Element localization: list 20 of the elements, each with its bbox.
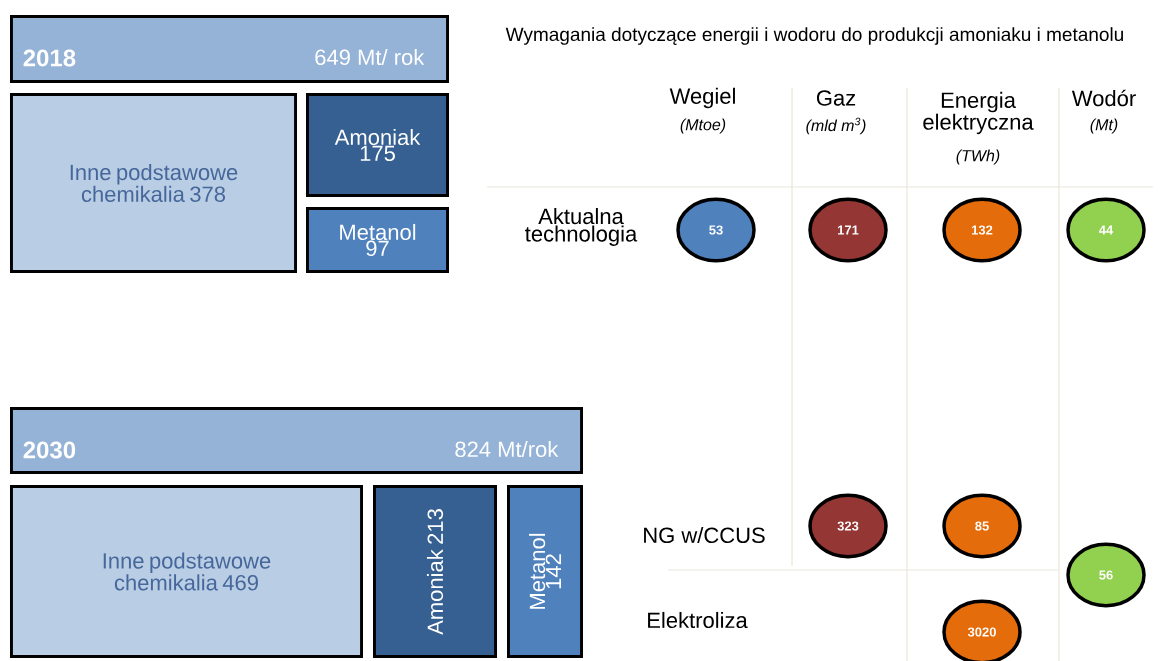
row-label: Aktualna technologia <box>525 208 638 246</box>
chemicals-box: Inne podstawowe chemikalia 469 <box>10 485 363 658</box>
product-box: Metanol 97 <box>306 207 449 273</box>
chemicals-box: Inne podstawowe chemikalia 378 <box>10 93 297 273</box>
product-box: Amoniak 175 <box>306 93 449 197</box>
column-header: Wodór <box>1071 89 1136 107</box>
row-label: NG w/CCUS <box>644 526 765 544</box>
product-box: Metanol 142 <box>507 485 583 658</box>
column-header: Gaz <box>816 90 856 106</box>
year-header-bar: 2018 649 Mt/ rok <box>10 15 449 83</box>
product-box: Amoniak 213 <box>373 485 497 658</box>
unit-label: (Mtoe) <box>680 118 726 134</box>
unit-label: (mld m$^{3}$) <box>806 117 866 135</box>
unit-label: (Mt) <box>1090 118 1118 134</box>
unit-label: (TWh) <box>956 149 1000 165</box>
column-header: Energia elektryczna <box>923 91 1034 135</box>
chart-title: Wymagania dotyczące energii i wodoru do produkcji amoniaku i metanolu <box>505 27 1123 45</box>
column-header: Wegiel <box>669 87 735 109</box>
year-header-bar: 2030 824 Mt/rok <box>10 407 583 474</box>
row-label: Elektroliza <box>648 611 748 629</box>
